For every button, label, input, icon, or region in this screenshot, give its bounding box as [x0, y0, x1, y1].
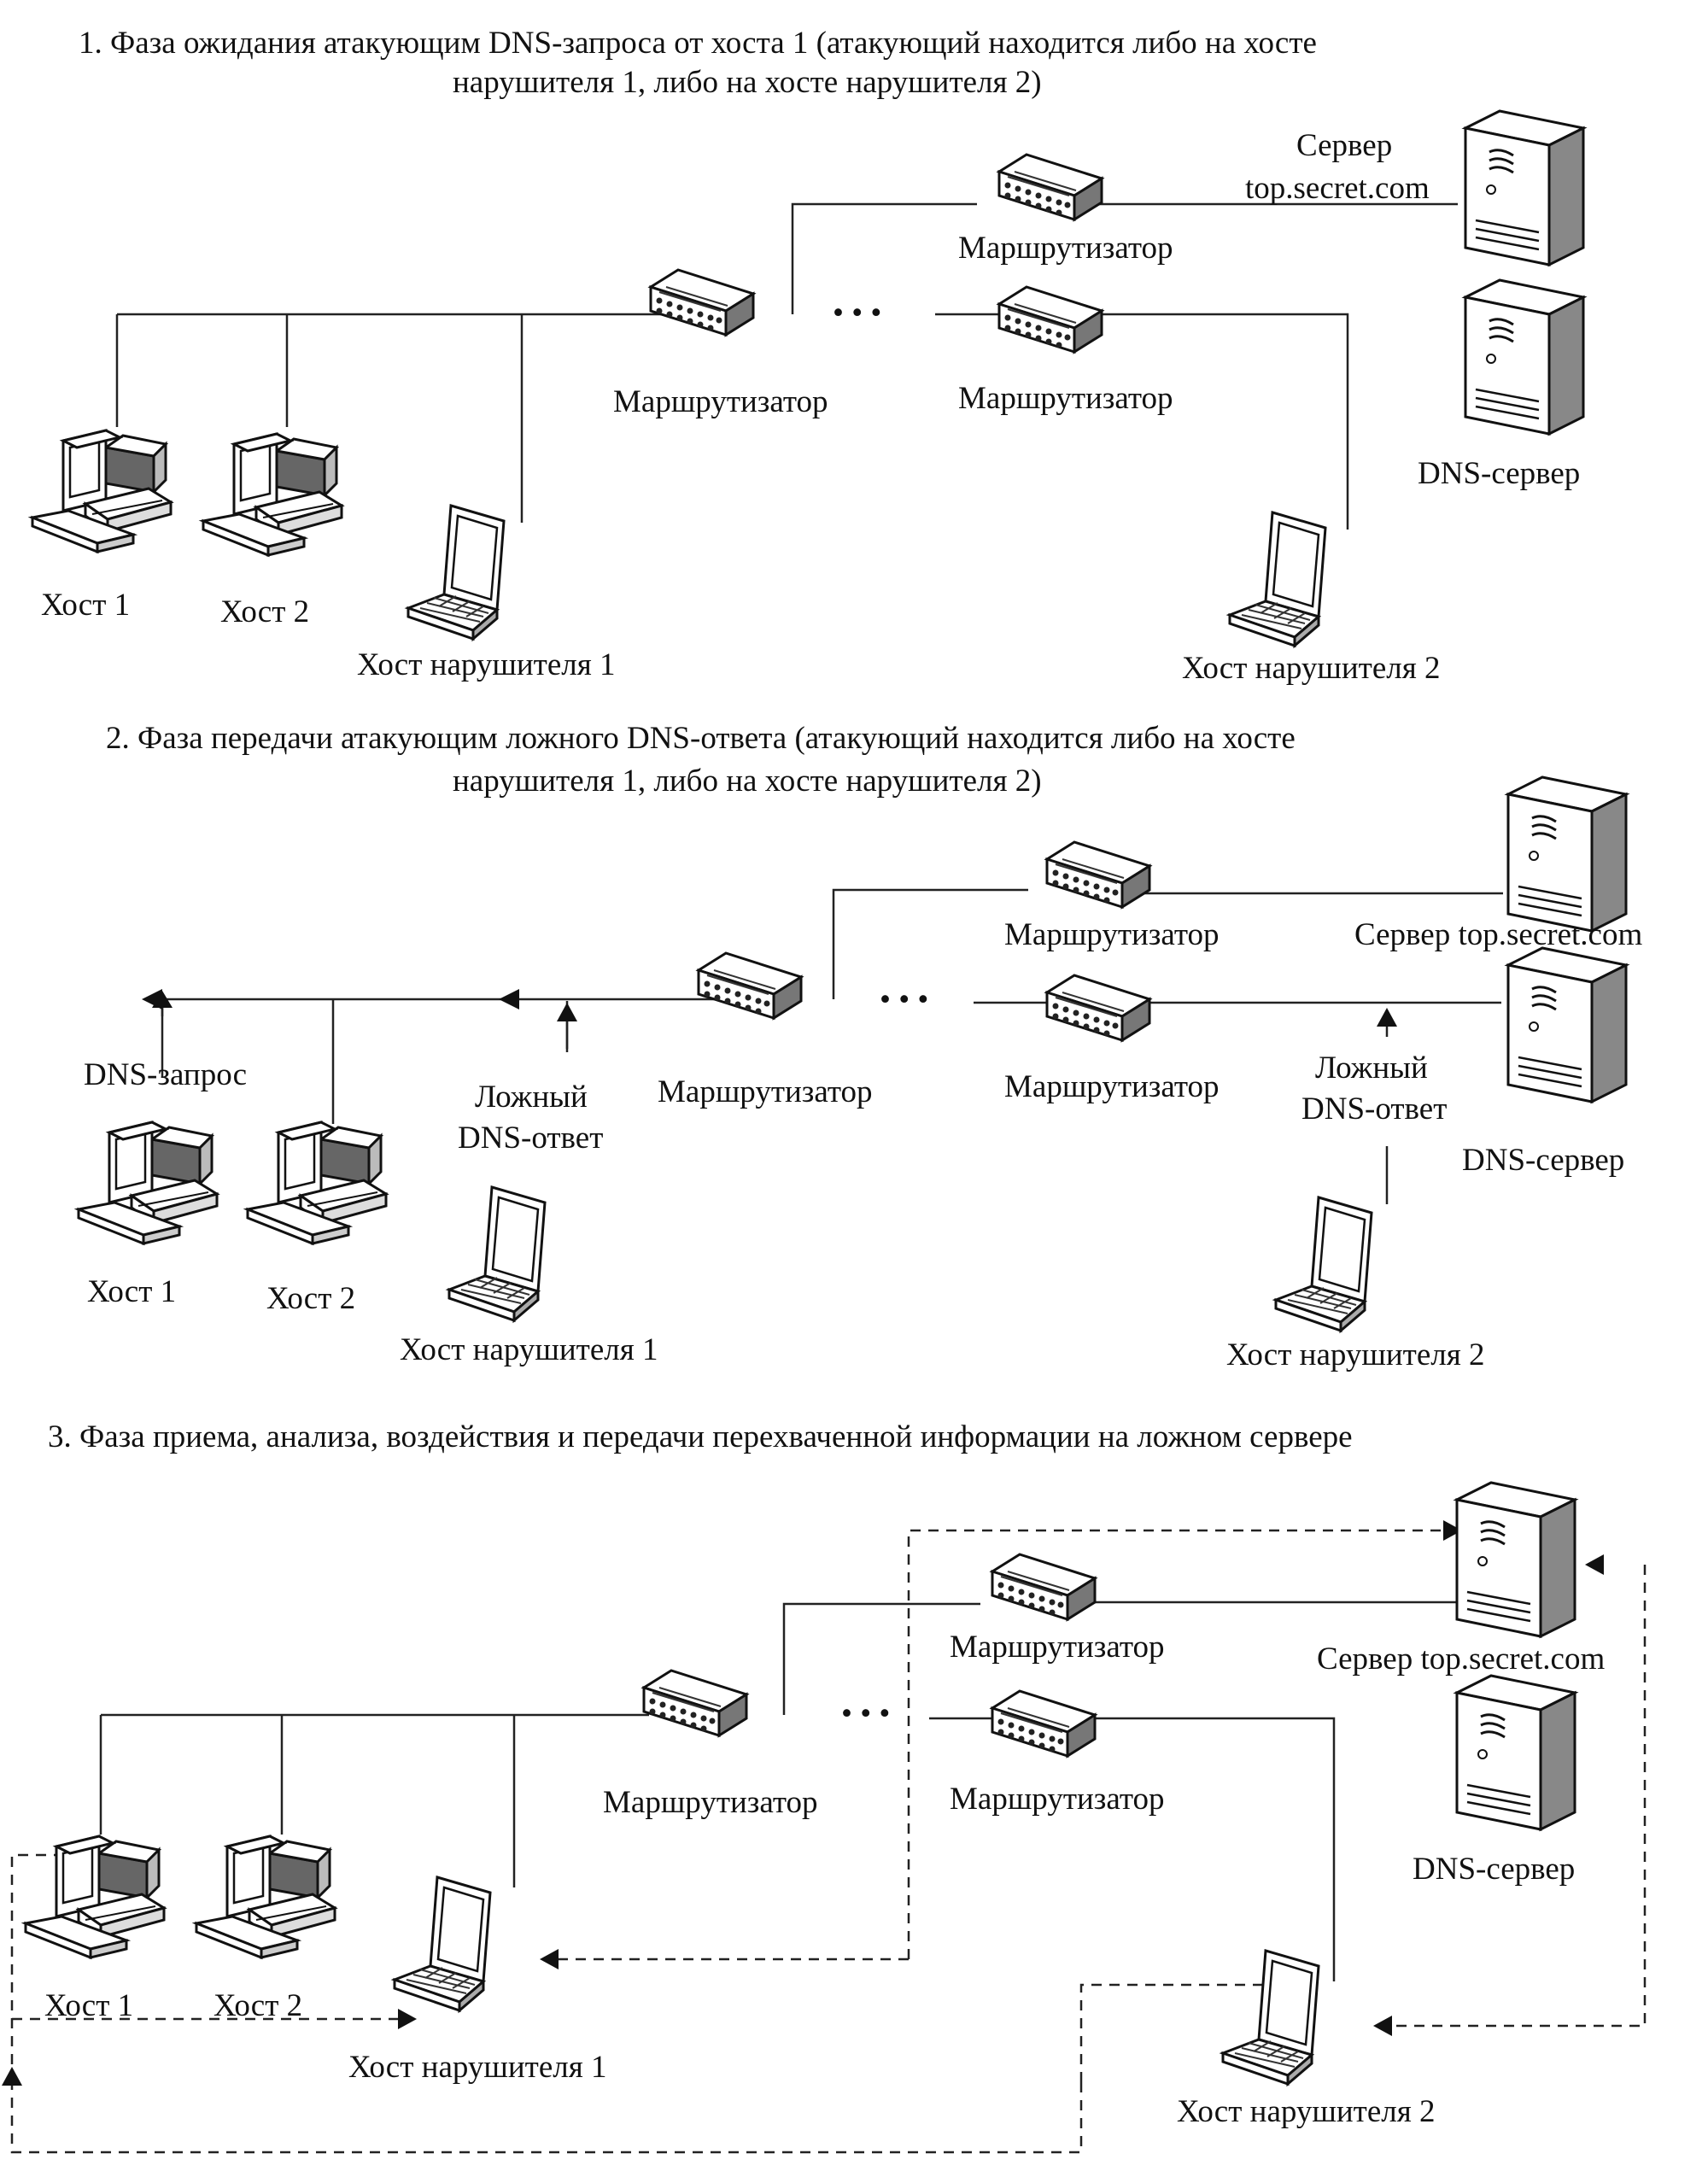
router-label: Маршрутизатор — [958, 231, 1173, 266]
router-icon — [649, 268, 755, 336]
laptop-icon — [393, 1876, 492, 2012]
dns-server-label: DNS-сервер — [1462, 1143, 1624, 1178]
phase-1-title-line1: 1. Фаза ожидания атакующим DNS-запроса о… — [79, 26, 1317, 61]
router-label: Маршрутизатор — [658, 1074, 873, 1109]
router-label: Маршрутизатор — [603, 1785, 818, 1820]
host1-label: Хост 1 — [44, 1988, 133, 2023]
router-label: Маршрутизатор — [958, 381, 1173, 416]
arrow-icon — [2, 2067, 22, 2086]
intruder2-label: Хост нарушителя 2 — [1182, 651, 1441, 686]
ellipsis-label: • • • — [841, 1696, 890, 1731]
phase-2-title-line1: 2. Фаза передачи атакующим ложного DNS-о… — [106, 721, 1296, 756]
router-icon — [997, 153, 1103, 221]
dns-server-label: DNS-сервер — [1413, 1852, 1575, 1887]
laptop-icon — [1274, 1196, 1373, 1332]
server-label: Сервер — [1296, 128, 1392, 163]
arrow-icon — [557, 1003, 577, 1052]
desktop-pc-icon — [202, 432, 343, 557]
desktop-pc-icon — [246, 1121, 388, 1245]
host2-label: Хост 2 — [266, 1281, 355, 1316]
router-label: Маршрутизатор — [1004, 1069, 1220, 1104]
arrow-icon — [540, 1949, 559, 1969]
phase-1-title-line2: нарушителя 1, либо на хосте нарушителя 2… — [453, 65, 1042, 100]
phase-3-title: 3. Фаза приема, анализа, воздействия и п… — [48, 1419, 1353, 1454]
arrow-icon — [398, 2009, 417, 2029]
phase-1-links — [115, 202, 1458, 530]
intruder1-label: Хост нарушителя 1 — [357, 647, 616, 682]
ellipsis-label: • • • — [833, 296, 881, 331]
router-icon — [1045, 974, 1151, 1042]
fake-response-label-line1: Ложный — [1315, 1050, 1428, 1086]
desktop-pc-icon — [31, 429, 173, 553]
router-icon — [991, 1689, 1097, 1758]
arrow-icon — [499, 989, 519, 1009]
router-label: Маршрутизатор — [613, 384, 828, 419]
arrow-icon — [1443, 1520, 1462, 1541]
dns-request-label: DNS-запрос — [84, 1057, 247, 1092]
fake-response-label-line1: Ложный — [475, 1080, 588, 1115]
fake-response-label-line2: DNS-ответ — [1301, 1091, 1447, 1127]
router-icon — [991, 1553, 1097, 1621]
server-icon — [1506, 775, 1628, 933]
phase-3: 3. Фаза приема, анализа, воздействия и п… — [2, 1419, 1647, 2154]
intruder2-label: Хост нарушителя 2 — [1177, 2094, 1436, 2129]
server-domain-label: top.secret.com — [1245, 171, 1430, 206]
router-label: Маршрутизатор — [950, 1782, 1165, 1817]
router-label: Маршрутизатор — [950, 1630, 1165, 1665]
intruder1-label: Хост нарушителя 1 — [400, 1332, 658, 1367]
laptop-icon — [447, 1185, 547, 1322]
router-icon — [642, 1669, 748, 1737]
router-icon — [697, 951, 803, 1020]
phase-3-dashed-paths — [10, 1529, 1647, 2154]
host1-label: Хост 1 — [41, 588, 130, 623]
desktop-pc-icon — [24, 1835, 166, 1959]
laptop-icon — [1221, 1949, 1320, 2086]
server-icon — [1455, 1481, 1576, 1638]
host1-label: Хост 1 — [87, 1274, 176, 1309]
arrow-icon — [1373, 2016, 1392, 2036]
dns-server-label: DNS-сервер — [1418, 456, 1580, 491]
desktop-pc-icon — [77, 1121, 219, 1245]
dns-server-icon — [1464, 278, 1585, 436]
laptop-icon — [1228, 511, 1327, 647]
router-label: Маршрутизатор — [1004, 917, 1220, 952]
server-label: Сервер top.secret.com — [1354, 917, 1642, 952]
dns-server-icon — [1455, 1674, 1576, 1831]
laptop-icon — [407, 504, 506, 641]
intruder1-label: Хост нарушителя 1 — [348, 2050, 607, 2085]
arrow-icon — [142, 989, 173, 1016]
arrow-icon — [1377, 1008, 1397, 1037]
router-icon — [997, 285, 1103, 354]
server-icon — [1464, 109, 1585, 266]
ellipsis-label: • • • — [880, 982, 928, 1017]
phase-1: 1. Фаза ожидания атакующим DNS-запроса о… — [31, 26, 1585, 686]
fake-response-label-line2: DNS-ответ — [458, 1121, 603, 1156]
arrow-icon — [1585, 1554, 1604, 1575]
desktop-pc-icon — [195, 1835, 336, 1959]
phase-2: 2. Фаза передачи атакующим ложного DNS-о… — [77, 721, 1642, 1372]
intruder2-label: Хост нарушителя 2 — [1226, 1337, 1485, 1372]
server-label: Сервер top.secret.com — [1317, 1642, 1605, 1677]
host2-label: Хост 2 — [214, 1988, 302, 2023]
phase-3-links — [99, 1601, 1460, 1981]
dns-server-icon — [1506, 946, 1628, 1103]
router-icon — [1045, 840, 1151, 909]
phase-2-title-line2: нарушителя 1, либо на хосте нарушителя 2… — [453, 764, 1042, 799]
host2-label: Хост 2 — [220, 594, 309, 629]
